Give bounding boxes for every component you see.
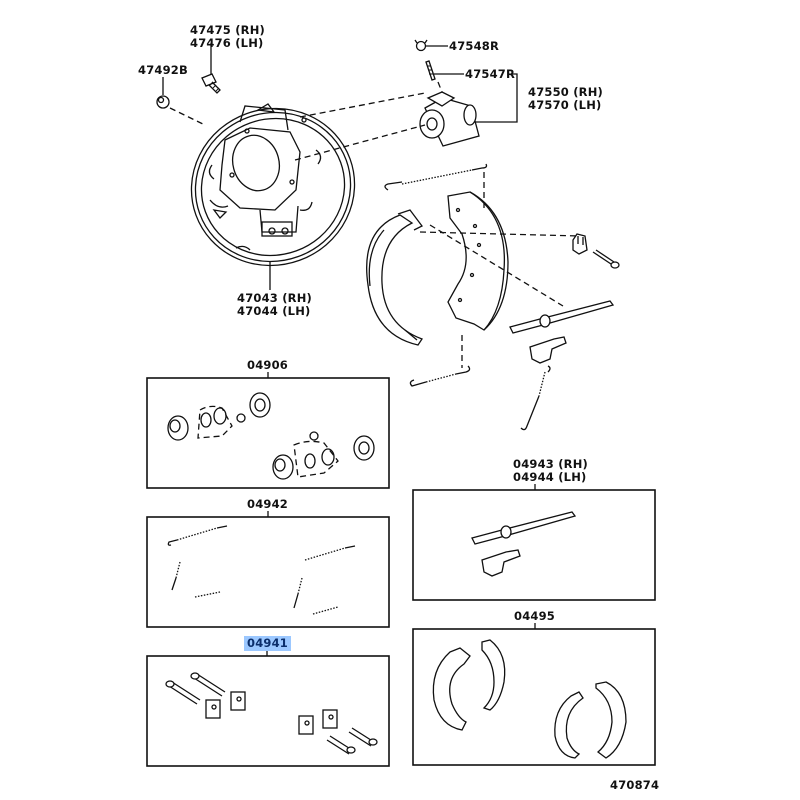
brake-shoe-right[interactable] xyxy=(447,191,509,331)
cylinder-bracket xyxy=(474,73,518,123)
kit-label-04943[interactable]: 04943 (RH) xyxy=(513,457,589,471)
backing-plate[interactable] xyxy=(169,86,376,289)
hold-down-pin[interactable] xyxy=(592,249,620,269)
callout-screw-rh[interactable]: 47475 (RH) xyxy=(190,23,266,37)
plug-part[interactable] xyxy=(156,95,170,109)
callout-plug[interactable]: 47492B xyxy=(138,63,188,77)
callout-backing-plate-lh[interactable]: 47044 (LH) xyxy=(237,304,311,318)
kit-04943-parts[interactable] xyxy=(471,511,577,577)
callout-cylinder-rh[interactable]: 47550 (RH) xyxy=(528,85,604,99)
callout-bleeder-cap[interactable]: 47548R xyxy=(449,39,500,53)
kit-box-04941 xyxy=(146,655,390,767)
callout-cylinder-lh[interactable]: 47570 (LH) xyxy=(528,98,602,112)
bleeder-cap[interactable] xyxy=(414,39,428,52)
kit-04495-parts[interactable] xyxy=(432,639,627,759)
kit-label-04906[interactable]: 04906 xyxy=(247,358,289,372)
kit-04942-parts[interactable] xyxy=(167,525,356,615)
adjuster-assembly[interactable] xyxy=(509,300,615,364)
kit-04906-parts[interactable] xyxy=(167,392,375,480)
bleeder-plug[interactable] xyxy=(425,60,436,81)
adjuster-spring[interactable] xyxy=(520,365,551,431)
kit-box-04943 xyxy=(412,489,656,601)
callout-backing-plate-rh[interactable]: 47043 (RH) xyxy=(237,291,313,305)
kit-label-04944[interactable]: 04944 (LH) xyxy=(513,470,587,484)
diagram-code: 470874 xyxy=(610,778,660,792)
kit-box-04495 xyxy=(412,628,656,766)
lower-return-spring[interactable] xyxy=(409,365,471,387)
wheel-cylinder[interactable] xyxy=(419,91,480,147)
brake-shoe-left[interactable] xyxy=(366,209,423,346)
kit-label-04941-highlighted[interactable]: 04941 xyxy=(244,636,292,651)
upper-return-spring[interactable] xyxy=(384,163,488,191)
callout-screw-lh[interactable]: 47476 (LH) xyxy=(190,36,264,50)
callout-bleeder-plug[interactable]: 47547R xyxy=(465,67,516,81)
kit-label-04495[interactable]: 04495 xyxy=(514,609,556,623)
kit-box-04942 xyxy=(146,516,390,628)
hold-down-clip[interactable] xyxy=(572,233,588,255)
kit-label-04942[interactable]: 04942 xyxy=(247,497,289,511)
bolt-part[interactable] xyxy=(201,73,221,94)
kit-04941-parts[interactable] xyxy=(165,672,378,755)
